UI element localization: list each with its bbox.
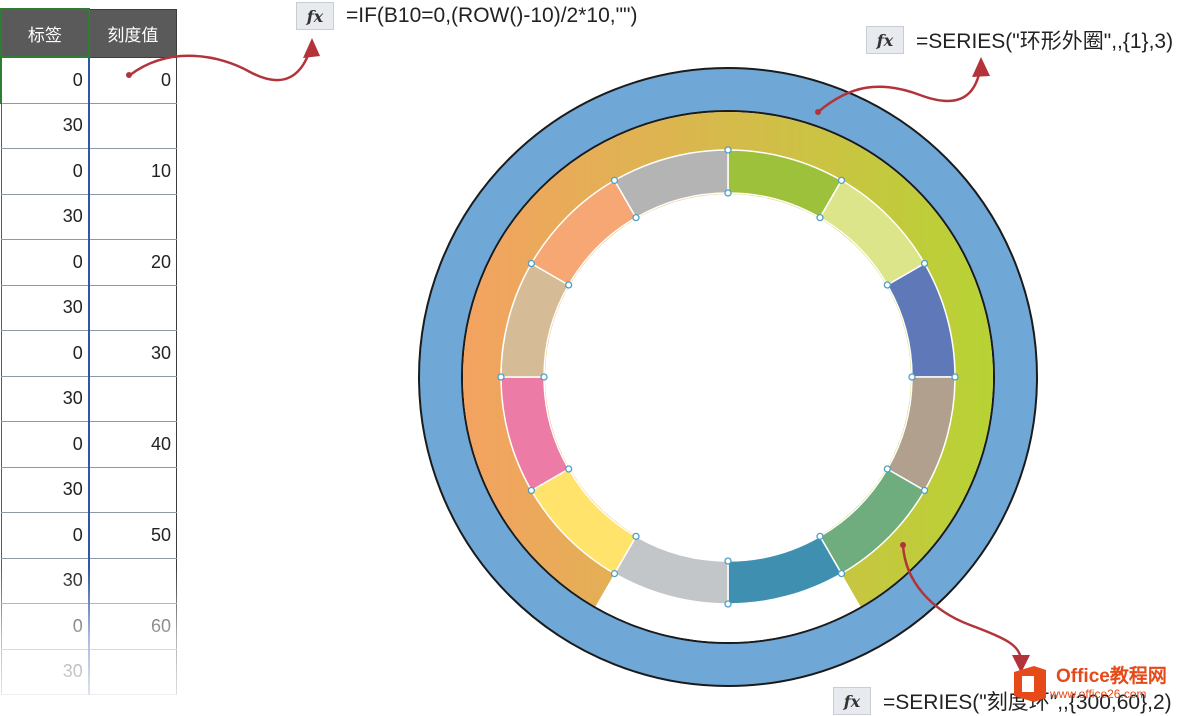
arrow-3-head — [1012, 655, 1030, 673]
cell-scale-value[interactable] — [88, 285, 177, 331]
selection-points-layer — [497, 146, 959, 608]
cell-scale-value[interactable]: 0 — [88, 57, 177, 104]
formula-top: fx =IF(B10=0,(ROW()-10)/2*10,"") — [296, 2, 638, 30]
selection-handle — [724, 189, 732, 197]
cell-scale-value[interactable] — [88, 376, 177, 422]
selection-handle — [920, 259, 929, 268]
cell-label[interactable]: 0 — [0, 512, 90, 559]
arrow-2-line — [817, 69, 982, 113]
arrow-3-dot — [900, 542, 906, 548]
selection-handle — [565, 281, 573, 289]
table-row: 30 — [0, 467, 177, 513]
cell-scale-value[interactable]: 50 — [88, 512, 177, 559]
watermark: Office教程网 www.office26.com — [1010, 664, 1167, 704]
selection-handle — [724, 557, 732, 565]
selection-handle — [565, 465, 573, 473]
formula-outer-text: =SERIES("环形外圈",,{1},3) — [916, 30, 1174, 53]
selection-handle — [632, 532, 640, 540]
formula-bottom: fx =SERIES("刻度环",,{300,60},2) — [833, 686, 1172, 716]
selection-handle — [527, 259, 536, 268]
selection-handle — [540, 373, 548, 381]
table-row: 30 — [0, 376, 177, 422]
arrow-3-line — [901, 544, 1023, 661]
cell-label[interactable]: 0 — [0, 239, 90, 286]
cell-label[interactable]: 30 — [0, 194, 90, 240]
formula-bottom-text: =SERIES("刻度环",,{300,60},2) — [883, 691, 1172, 714]
arrow-1-dot — [126, 72, 132, 78]
fx-icon[interactable]: fx — [866, 26, 904, 54]
formula-outer: fx =SERIES("环形外圈",,{1},3) — [866, 25, 1173, 55]
cell-label[interactable]: 30 — [0, 467, 90, 513]
cell-scale-value[interactable] — [88, 467, 177, 513]
cell-label[interactable]: 0 — [0, 330, 90, 377]
fx-icon[interactable]: fx — [296, 2, 334, 30]
arrow-2-head — [972, 57, 990, 77]
cell-scale-value[interactable]: 30 — [88, 330, 177, 377]
arrow-1-line — [129, 49, 312, 82]
column-header-label[interactable]: 标签 — [0, 8, 90, 58]
arrow-2-dot — [815, 109, 821, 115]
cell-label[interactable]: 30 — [0, 376, 90, 422]
selection-handle — [883, 465, 891, 473]
selection-handle — [724, 600, 732, 608]
column-header-scale[interactable]: 刻度值 — [88, 8, 177, 58]
selection-handle — [816, 532, 824, 540]
fx-icon[interactable]: fx — [833, 687, 871, 715]
cell-scale-value[interactable]: 10 — [88, 148, 177, 195]
selection-handle — [908, 373, 916, 381]
selection-handle — [837, 569, 846, 578]
selection-handle — [920, 486, 929, 495]
cell-label[interactable]: 0 — [0, 421, 90, 468]
selection-handle — [816, 213, 824, 222]
selection-handle — [951, 373, 959, 381]
table-row: 30 — [0, 103, 177, 149]
cell-scale-value[interactable] — [88, 194, 177, 240]
watermark-sub: www.office26.com — [1050, 687, 1147, 701]
outer-ring-layer — [417, 67, 1039, 687]
cell-label[interactable]: 30 — [0, 103, 90, 149]
cell-scale-value[interactable] — [88, 103, 177, 149]
cell-scale-value[interactable]: 40 — [88, 421, 177, 468]
watermark-text: Office教程网 — [1056, 666, 1167, 687]
selection-handle — [883, 281, 891, 289]
selection-handle — [632, 213, 640, 222]
cell-label[interactable]: 0 — [0, 57, 90, 104]
table-row: 30 — [0, 285, 177, 331]
cell-scale-value[interactable]: 20 — [88, 239, 177, 286]
selection-handle — [724, 146, 732, 154]
table-row: 30 — [0, 194, 177, 240]
office-logo-icon — [1014, 666, 1046, 702]
selection-handle — [497, 373, 505, 381]
formula-top-text: =IF(B10=0,(ROW()-10)/2*10,"") — [346, 4, 638, 27]
selection-handle — [527, 486, 536, 495]
selection-handle — [610, 176, 619, 185]
cell-label[interactable]: 30 — [0, 285, 90, 331]
inner-ring-layer — [500, 149, 956, 605]
arrow-1-head — [303, 38, 320, 58]
cell-label[interactable]: 0 — [0, 148, 90, 195]
selection-handle — [837, 176, 846, 185]
selection-handle — [610, 569, 619, 578]
callout-arrows-layer — [126, 38, 1030, 673]
scale-segment — [613, 149, 729, 219]
outer-ring-slice — [417, 67, 1039, 687]
